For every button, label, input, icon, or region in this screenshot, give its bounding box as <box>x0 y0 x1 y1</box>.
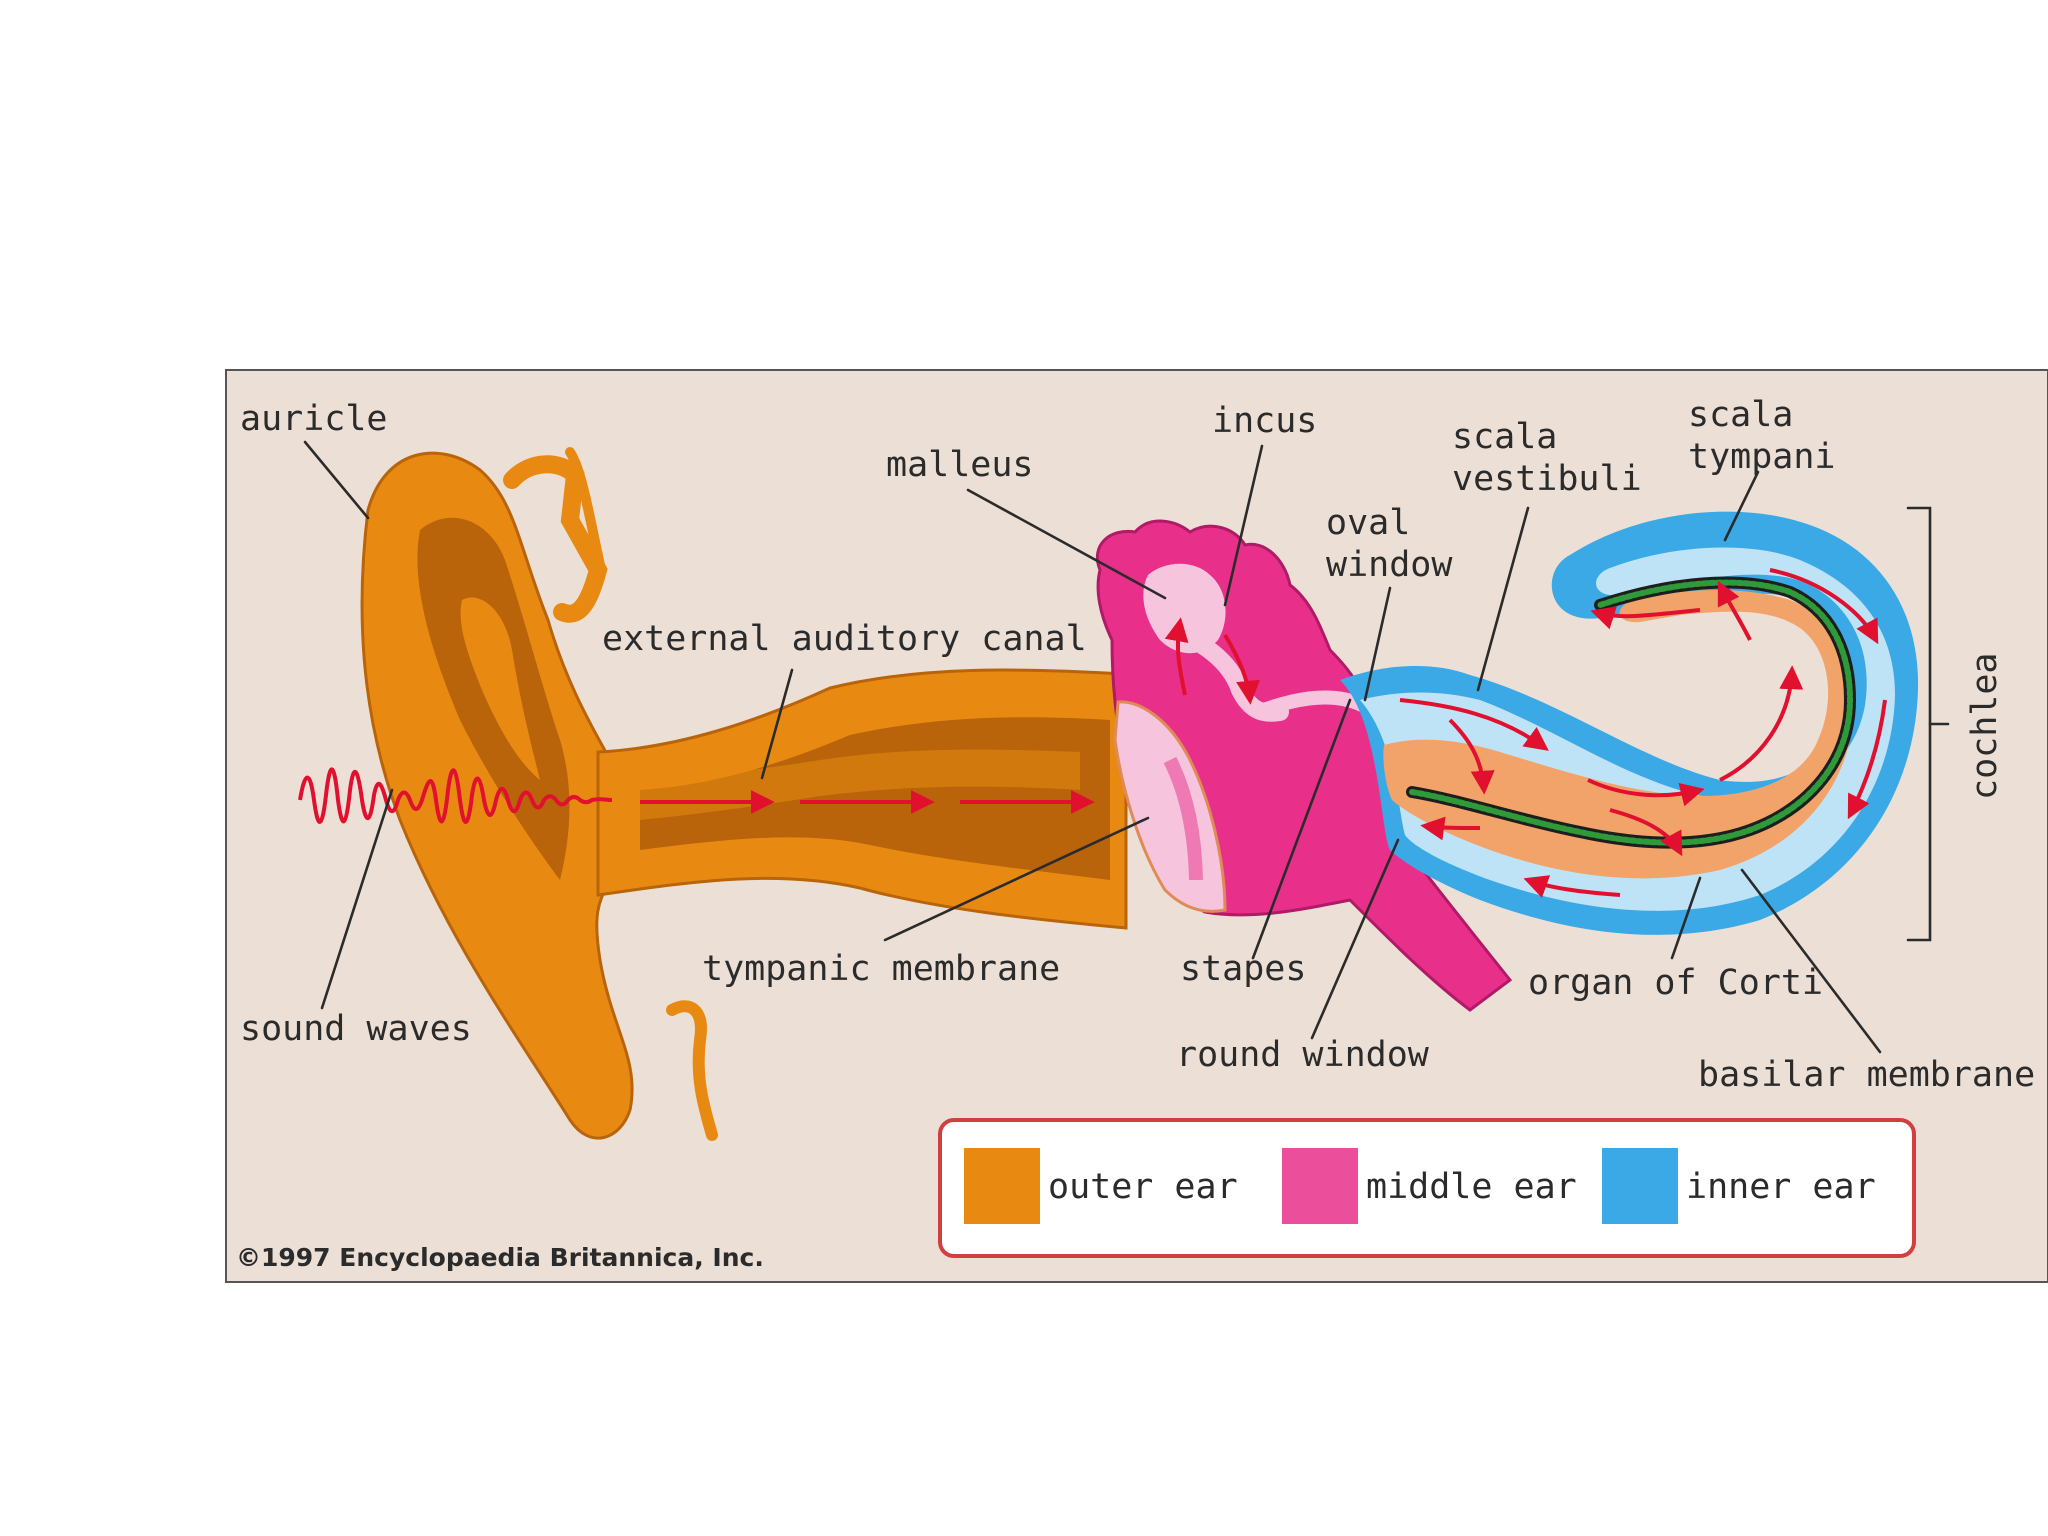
sound-wave-shape <box>298 767 613 824</box>
sound-flow-arrows <box>640 568 1887 898</box>
copyright-text: ©1997 Encyclopaedia Britannica, Inc. <box>236 1243 764 1272</box>
legend-label-inner-ear: inner ear <box>1686 1167 1876 1207</box>
label-scala-vestibuli-2: vestibuli <box>1452 459 1642 499</box>
legend-swatch-outer-ear <box>964 1148 1040 1224</box>
label-auricle: auricle <box>240 399 388 439</box>
label-malleus: malleus <box>886 445 1034 485</box>
leader-lines <box>303 440 1950 1054</box>
label-round-window: round window <box>1176 1035 1430 1075</box>
label-organ-of-corti: organ of Corti <box>1528 963 1823 1003</box>
legend-swatch-inner-ear <box>1602 1148 1678 1224</box>
label-stapes: stapes <box>1180 949 1306 989</box>
legend-label-middle-ear: middle ear <box>1366 1167 1577 1207</box>
label-incus: incus <box>1212 401 1317 441</box>
legend: outer ear middle ear inner ear <box>938 1118 1916 1258</box>
label-scala-tympani-2: tympani <box>1688 437 1836 477</box>
external-auditory-canal-shape <box>596 668 1128 930</box>
cochlea-shape <box>1340 511 1919 935</box>
legend-label-outer-ear: outer ear <box>1048 1167 1238 1207</box>
label-cochlea: cochlea <box>1965 652 2005 800</box>
legend-swatch-middle-ear <box>1282 1148 1358 1224</box>
label-external-auditory-canal: external auditory canal <box>602 619 1087 659</box>
label-sound-waves: sound waves <box>240 1009 472 1049</box>
label-basilar-membrane: basilar membrane <box>1698 1055 2035 1095</box>
label-scala-vestibuli-1: scala <box>1452 417 1557 457</box>
label-scala-tympani-1: scala <box>1688 395 1793 435</box>
labels: auricle malleus incus scala vestibuli sc… <box>240 395 2035 1095</box>
label-tympanic-membrane: tympanic membrane <box>702 949 1060 989</box>
label-oval-window-2: window <box>1326 545 1453 585</box>
label-oval-window-1: oval <box>1326 503 1410 543</box>
